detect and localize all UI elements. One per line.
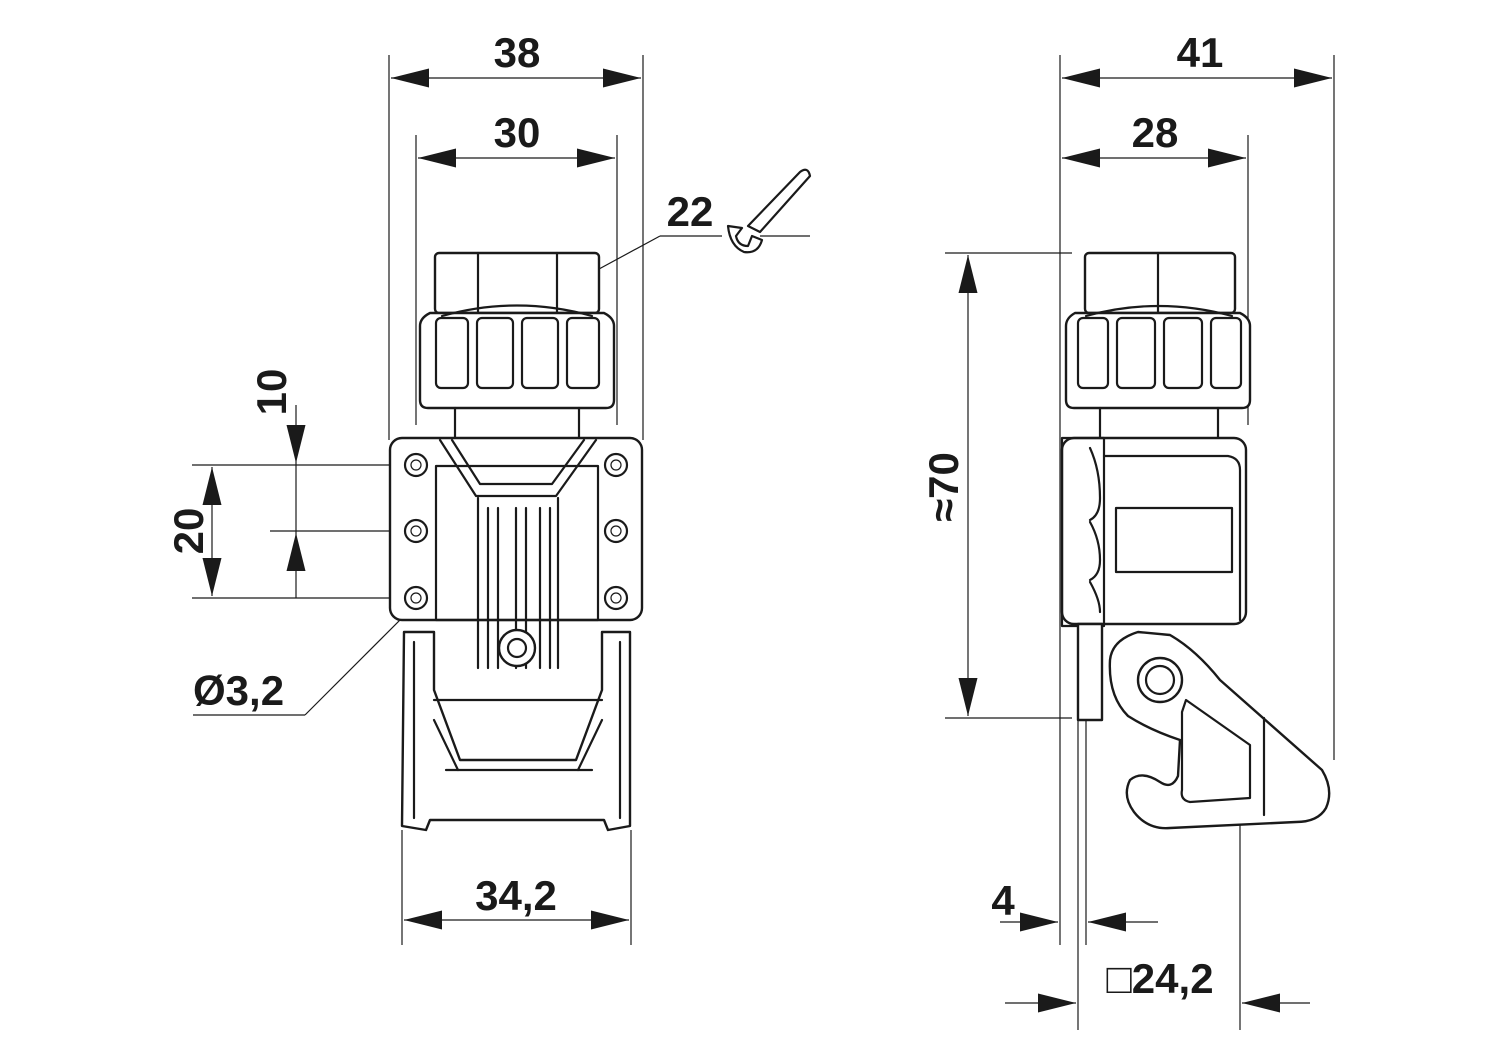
dim-side-width-overall: 41 [1177, 29, 1224, 76]
wrench-icon [726, 168, 812, 254]
side-housing [1060, 436, 1248, 722]
side-view: 41 28 ≈70 4 □24,2 [920, 29, 1335, 1030]
dim-front-width-overall: 38 [494, 29, 541, 76]
dim-side-width-housing: 28 [1132, 109, 1179, 156]
dim-wrench-size: 22 [667, 188, 714, 235]
front-cable-gland [418, 251, 616, 440]
side-lever [1108, 630, 1331, 830]
dim-side-square-size: □24,2 [1106, 955, 1213, 1002]
dim-front-width-nut: 30 [494, 109, 541, 156]
front-extension-lines [192, 55, 644, 945]
dim-pitch-total: 20 [165, 508, 212, 555]
front-base [400, 630, 632, 832]
front-view: 38 30 22 34,2 Ø3,2 10 20 [165, 29, 812, 945]
mounting-holes [403, 452, 629, 611]
dim-front-width-base: 34,2 [475, 872, 557, 919]
side-dimension-lines [958, 68, 1332, 1013]
dim-side-wall-offset: 4 [991, 877, 1015, 924]
dim-pitch-top: 10 [248, 369, 295, 416]
dim-hole-diameter: Ø3,2 [193, 667, 284, 714]
side-cable-gland [1064, 251, 1252, 440]
dim-side-height: ≈70 [920, 452, 967, 522]
front-housing [388, 436, 644, 670]
